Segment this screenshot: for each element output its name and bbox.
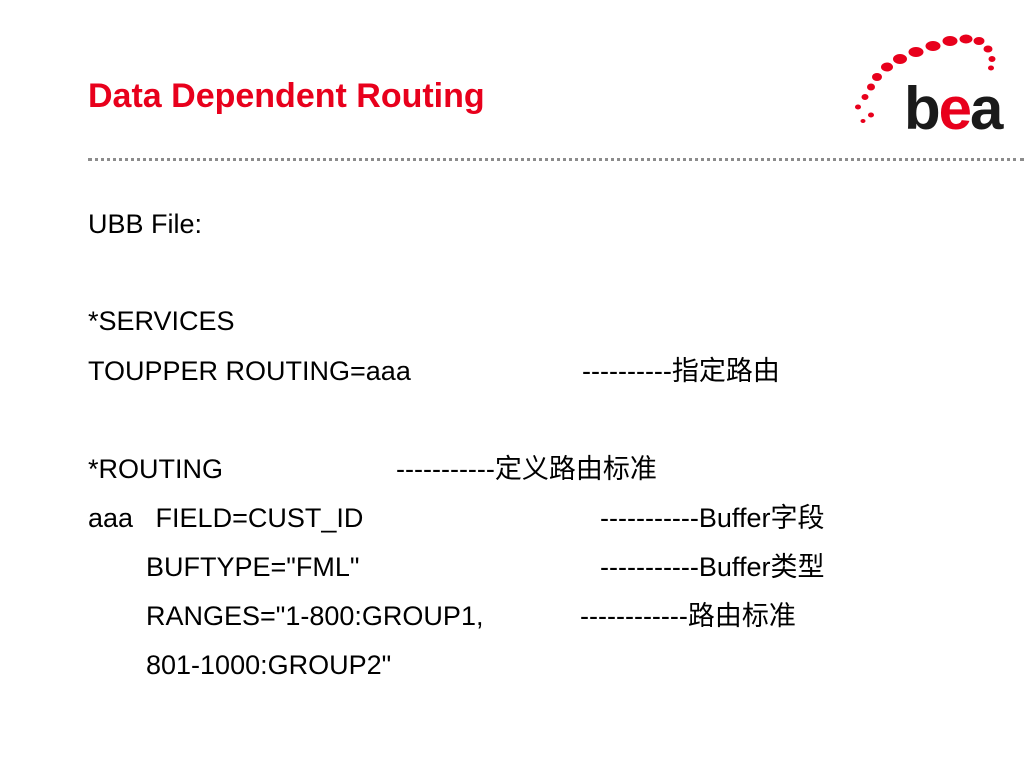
- buftype-annotation: -----------Buffer类型: [600, 552, 825, 582]
- title-divider: [88, 158, 1024, 161]
- logo-swoosh-dots: [855, 34, 996, 123]
- slide-title: Data Dependent Routing: [88, 77, 485, 115]
- ranges-line: RANGES="1-800:GROUP1,: [146, 601, 484, 631]
- logo-wordmark: bea: [904, 75, 1004, 138]
- services-section-header: *SERVICES: [88, 306, 235, 336]
- bea-logo: bea: [855, 34, 1006, 138]
- routing-section-header: *ROUTING: [88, 454, 223, 484]
- ranges-annotation: ------------路由标准: [580, 601, 796, 631]
- buftype-line: BUFTYPE="FML": [146, 552, 360, 582]
- toupper-routing-line: TOUPPER ROUTING=aaa: [88, 356, 411, 386]
- toupper-annotation: ----------指定路由: [582, 356, 780, 386]
- field-line: aaa FIELD=CUST_ID: [88, 503, 364, 533]
- ubb-file-label: UBB File:: [88, 209, 203, 239]
- field-annotation: -----------Buffer字段: [600, 503, 825, 533]
- ranges-continued-line: 801-1000:GROUP2": [146, 650, 392, 680]
- routing-annotation: -----------定义路由标准: [396, 454, 657, 484]
